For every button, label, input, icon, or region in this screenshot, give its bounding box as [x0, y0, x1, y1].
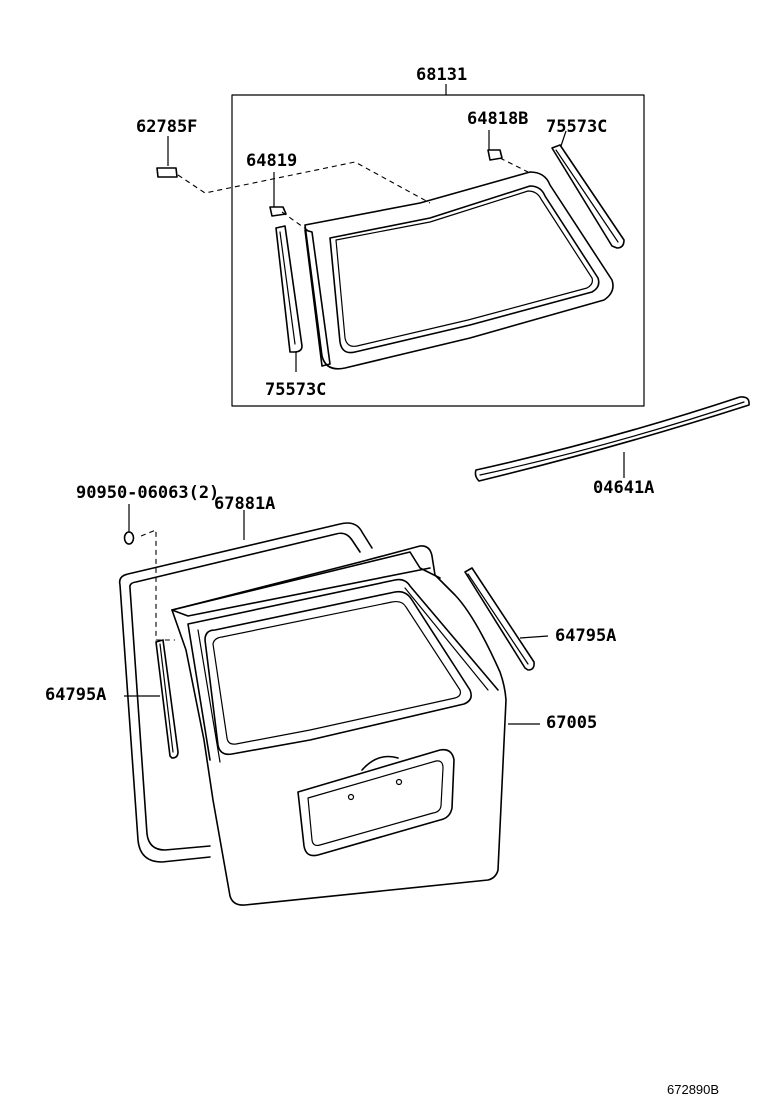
moulding-75573c-upper [551, 144, 625, 249]
spoiler-04641a [474, 396, 750, 482]
label-64795a-right: 64795A [555, 626, 616, 646]
back-glass [304, 171, 614, 370]
label-04641a: 04641A [593, 478, 654, 498]
clip-64818b [487, 149, 503, 161]
clip-62785f [156, 167, 178, 178]
label-64818b: 64818B [467, 109, 528, 129]
screw-90950 [123, 531, 135, 545]
label-75573c-lower: 75573C [265, 380, 326, 400]
back-door-67005 [171, 545, 507, 906]
moulding-64795a-left [155, 639, 179, 759]
weatherstrip-67881a [118, 522, 373, 863]
label-67005: 67005 [546, 713, 597, 733]
label-64819: 64819 [246, 151, 297, 171]
diagram-id: 672890B [667, 1082, 719, 1097]
label-90950-06063: 90950-06063(2) [76, 483, 219, 503]
label-68131: 68131 [416, 65, 467, 85]
label-67881a: 67881A [214, 494, 275, 514]
label-64795a-left: 64795A [45, 685, 106, 705]
clip-64819 [269, 206, 287, 217]
label-62785f: 62785F [136, 117, 197, 137]
license-plate-recess [297, 748, 455, 857]
back-glass-inner [329, 185, 600, 354]
moulding-64795a-right [464, 567, 535, 671]
moulding-75573c-lower [275, 225, 303, 353]
glass-assembly-box [231, 94, 645, 407]
label-75573c-upper: 75573C [546, 117, 607, 137]
